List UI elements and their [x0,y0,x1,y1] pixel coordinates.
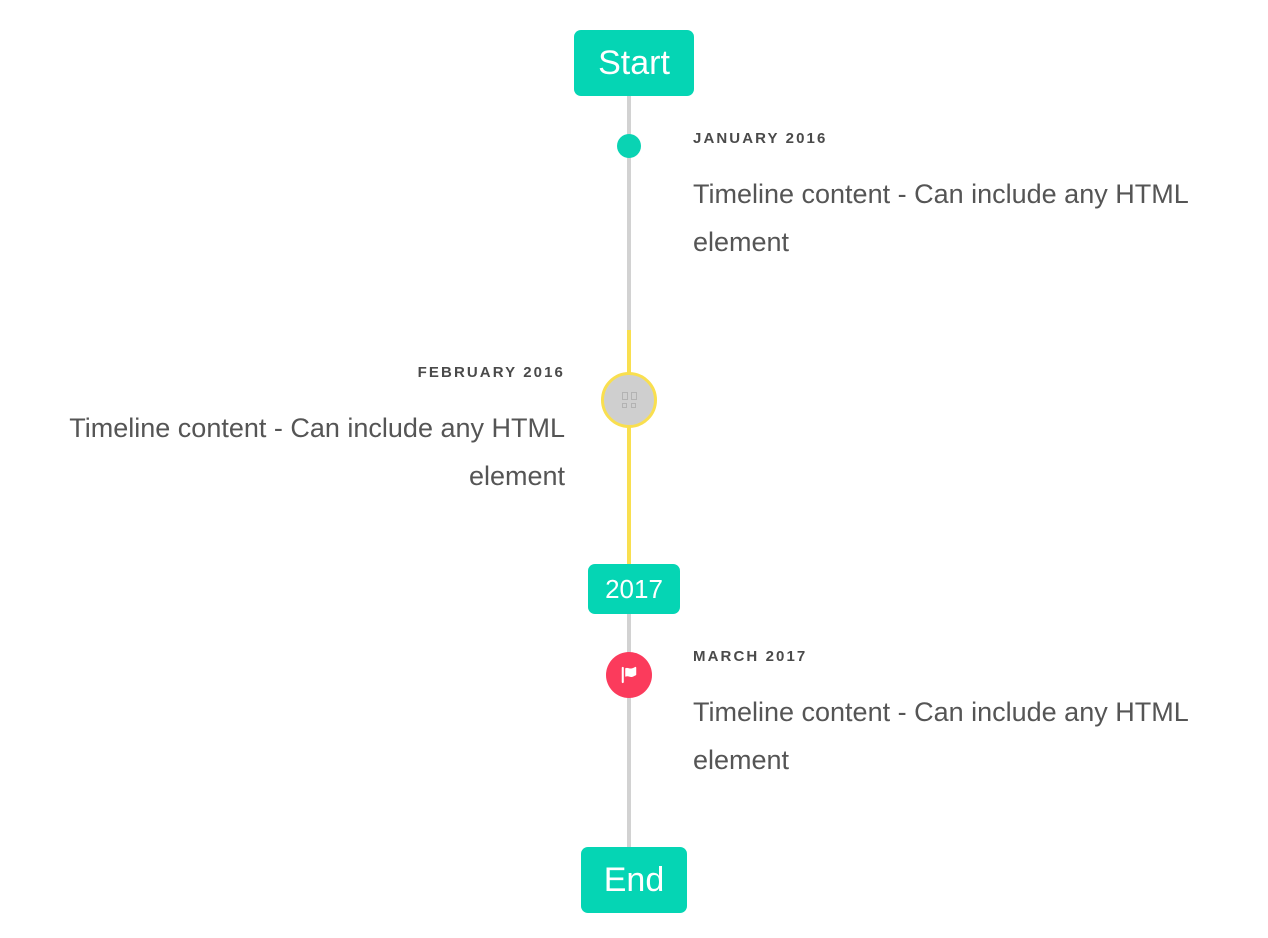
timeline-event-date: FEBRUARY 2016 [417,364,565,381]
missing-glyph-icon [621,392,637,408]
timeline-rail-segment-top [627,95,631,330]
timeline-event-body: MARCH 2017 Timeline content - Can includ… [693,648,1217,784]
timeline-event-january: JANUARY 2016 Timeline content - Can incl… [0,130,1268,266]
ring-marker[interactable] [601,372,657,428]
flag-marker[interactable] [606,652,652,698]
timeline-start-label[interactable]: Start [574,30,694,96]
timeline-end-label[interactable]: End [581,847,687,913]
timeline-event-body: JANUARY 2016 Timeline content - Can incl… [693,130,1217,266]
dot-marker[interactable] [617,134,641,158]
timeline-rail-segment-highlighted [627,330,631,565]
timeline-event-february: FEBRUARY 2016 Timeline content - Can inc… [0,364,1268,500]
timeline-event-text: Timeline content - Can include any HTML … [693,697,1188,776]
timeline-event-body: FEBRUARY 2016 Timeline content - Can inc… [41,364,565,500]
timeline-event-text: Timeline content - Can include any HTML … [693,179,1188,258]
flag-icon [621,666,637,684]
timeline-year-label[interactable]: 2017 [588,564,680,614]
timeline-event-march: MARCH 2017 Timeline content - Can includ… [0,648,1268,784]
timeline-rail-segment-bottom [627,613,631,853]
timeline-event-date: MARCH 2017 [693,648,808,665]
timeline-event-date: JANUARY 2016 [693,130,828,147]
timeline-event-text: Timeline content - Can include any HTML … [69,413,565,492]
